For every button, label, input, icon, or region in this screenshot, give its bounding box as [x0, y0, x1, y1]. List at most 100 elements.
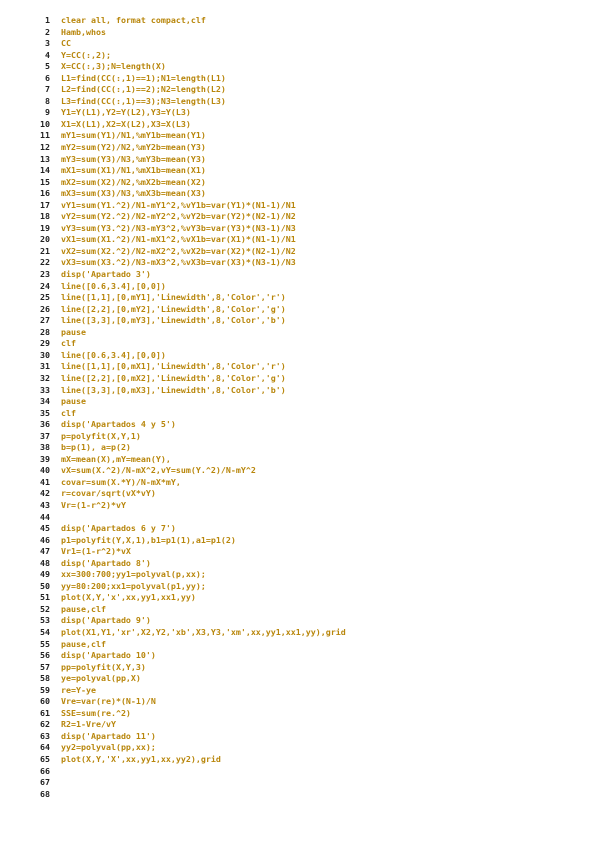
- line-number: 44: [40, 511, 50, 522]
- line-number: 38: [40, 442, 50, 453]
- line-code: Vre=var(re)*(N-1)/N: [61, 696, 156, 707]
- line-number: 25: [40, 292, 50, 303]
- line-code: line([3,3],[0,mX3],'Linewidth',8,'Color'…: [61, 384, 286, 395]
- line-number: 39: [40, 453, 50, 464]
- line-number: 42: [40, 488, 50, 499]
- code-line: 39 mX=mean(X),mY=mean(Y),: [30, 454, 590, 466]
- line-code: X=CC(:,3);N=length(X): [61, 61, 166, 72]
- line-number: 67: [40, 777, 50, 788]
- line-number: 65: [40, 754, 50, 764]
- line-number: 64: [40, 742, 50, 753]
- line-code: L3=find(CC(:,1)==3);N3=length(L3): [61, 95, 226, 106]
- line-code: X1=X(L1),X2=X(L2),X3=X(L3): [61, 118, 191, 129]
- code-line: 36 disp('Apartados 4 y 5'): [30, 419, 590, 431]
- line-code: r=covar/sqrt(vX*vY): [61, 488, 156, 499]
- line-number: 3: [45, 38, 50, 49]
- line-code: clf: [61, 407, 76, 418]
- line-code: L1=find(CC(:,1)==1);N1=length(L1): [61, 72, 226, 83]
- line-number: 7: [45, 84, 50, 95]
- line-code: line([1,1],[0,mX1],'Linewidth',8,'Color'…: [61, 361, 286, 372]
- line-code: disp('Apartado 9'): [61, 615, 151, 626]
- code-line: 44: [30, 512, 590, 524]
- line-number: 56: [40, 650, 50, 661]
- line-number: 68: [40, 788, 50, 799]
- code-line: 32 line([2,2],[0,mX2],'Linewidth',8,'Colo…: [30, 373, 590, 385]
- line-code: clear all, format compact,clf: [61, 15, 206, 25]
- line-number: 26: [40, 303, 50, 314]
- line-code: R2=1-Vre/vY: [61, 719, 116, 730]
- line-code: line([2,2],[0,mX2],'Linewidth',8,'Color'…: [61, 372, 286, 383]
- line-code: disp('Apartados 4 y 5'): [61, 419, 176, 430]
- line-code: mX=mean(X),mY=mean(Y),: [61, 453, 171, 464]
- code-line: 11 mY1=sum(Y1)/N1,%mY1b=mean(Y1): [30, 130, 590, 142]
- code-line: 48 disp('Apartado 8'): [30, 558, 590, 570]
- line-number: 43: [40, 499, 50, 510]
- line-number: 19: [40, 222, 50, 233]
- line-code: disp('Apartado 8'): [61, 557, 151, 568]
- line-number: 11: [40, 130, 50, 141]
- line-number: 48: [40, 557, 50, 568]
- line-number: 60: [40, 696, 50, 707]
- line-code: CC: [61, 38, 71, 49]
- line-code: vY2=sum(Y2.^2)/N2-mY2^2,%vY2b=var(Y2)*(N…: [61, 211, 296, 222]
- line-number: 36: [40, 419, 50, 430]
- line-code: plot(X1,Y1,'xr',X2,Y2,'xb',X3,Y3,'xm',xx…: [61, 626, 346, 637]
- line-number: 49: [40, 569, 50, 580]
- line-code: mY1=sum(Y1)/N1,%mY1b=mean(Y1): [61, 130, 206, 141]
- line-code: disp('Apartados 6 y 7'): [61, 523, 176, 534]
- line-code: Y1=Y(L1),Y2=Y(L2),Y3=Y(L3): [61, 107, 191, 118]
- line-code: vX1=sum(X1.^2)/N1-mX1^2,%vX1b=var(X1)*(N…: [61, 234, 296, 245]
- code-line: 67: [30, 777, 590, 789]
- line-number: 59: [40, 684, 50, 695]
- line-number: 23: [40, 269, 50, 280]
- line-number: 57: [40, 661, 50, 672]
- code-line: 60 Vre=var(re)*(N-1)/N: [30, 696, 590, 708]
- line-number: 32: [40, 372, 50, 383]
- line-number: 21: [40, 245, 50, 256]
- line-number: 58: [40, 673, 50, 684]
- line-code: mX1=sum(X1)/N1,%mX1b=mean(X1): [61, 165, 206, 176]
- code-line: 9 Y1=Y(L1),Y2=Y(L2),Y3=Y(L3): [30, 107, 590, 119]
- line-number: 46: [40, 534, 50, 545]
- line-code: vX2=sum(X2.^2)/N2-mX2^2,%vX2b=var(X2)*(N…: [61, 245, 296, 256]
- code-line: 21 vX2=sum(X2.^2)/N2-mX2^2,%vX2b=var(X2)*…: [30, 246, 590, 258]
- line-code: pp=polyfit(X,Y,3): [61, 661, 146, 672]
- line-number: 22: [40, 257, 50, 268]
- line-number: 9: [45, 107, 50, 118]
- code-line: 66: [30, 766, 590, 778]
- line-code: plot(X,Y,'X',xx,yy1,xx,yy2),grid: [61, 754, 221, 764]
- line-code: ye=polyval(pp,X): [61, 673, 141, 684]
- line-code: line([0.6,3.4],[0,0]): [61, 349, 166, 360]
- line-number: 62: [40, 719, 50, 730]
- line-number: 6: [45, 72, 50, 83]
- line-code: line([0.6,3.4],[0,0]): [61, 280, 166, 291]
- line-code: yy=80:200;xx1=polyval(p1,yy);: [61, 580, 206, 591]
- line-code: disp('Apartado 11'): [61, 730, 156, 741]
- line-number: 34: [40, 396, 50, 407]
- line-code: pause: [61, 326, 86, 337]
